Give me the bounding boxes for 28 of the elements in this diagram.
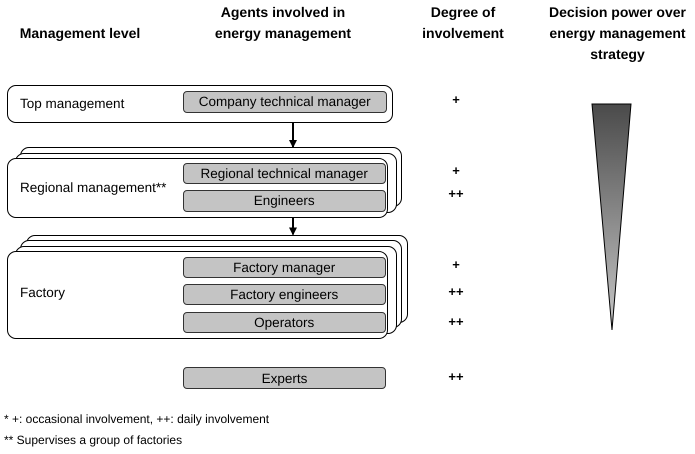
agent-box: Experts: [183, 367, 386, 389]
column-header: Agents involved in energy management: [214, 3, 352, 43]
column-header: Management level: [18, 24, 142, 43]
level-box: [7, 85, 393, 123]
level-box: [7, 158, 388, 218]
involvement-mark: +: [451, 92, 461, 107]
involvement-mark: ++: [447, 284, 465, 299]
agent-box: Factory manager: [182, 256, 386, 278]
footnote: * +: occasional involvement, ++: daily involvement: [4, 412, 270, 426]
level-name: Regional management**: [20, 180, 166, 195]
agent-box: Regional technical manager: [182, 162, 386, 184]
arrow: [289, 123, 297, 148]
column-header: Decision power over energy management strategy: [548, 3, 687, 64]
level-name: Top management: [20, 96, 124, 111]
agent-box: Factory engineers: [182, 284, 386, 305]
column-header: Degree of involvement: [421, 3, 505, 43]
footnote: ** Supervises a group of factories: [4, 433, 182, 447]
agent-box: Operators: [182, 312, 386, 333]
involvement-mark: ++: [447, 186, 465, 201]
involvement-mark: +: [451, 163, 461, 178]
agent-box: Company technical manager: [182, 90, 387, 113]
agent-box: Engineers: [182, 190, 386, 212]
involvement-mark: ++: [447, 369, 465, 384]
involvement-mark: ++: [447, 314, 465, 329]
arrow: [289, 218, 297, 236]
level-box: [7, 251, 388, 339]
level-name: Factory: [20, 285, 66, 300]
involvement-mark: +: [451, 257, 461, 272]
